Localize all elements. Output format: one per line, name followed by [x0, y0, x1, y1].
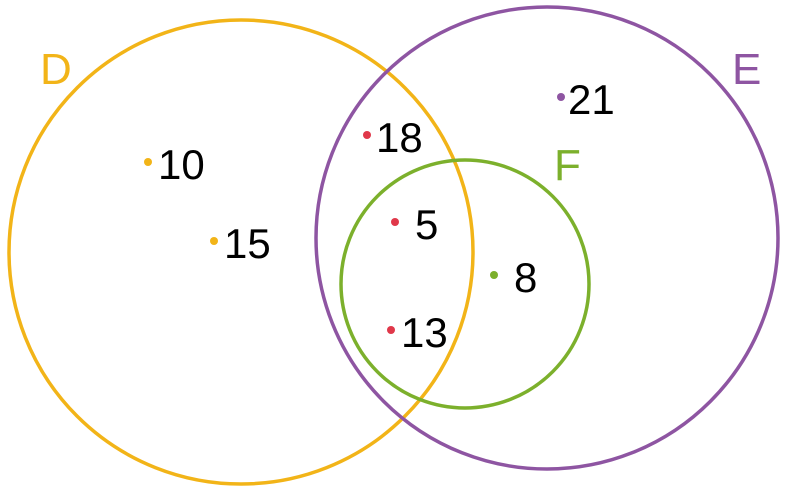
element-dot-10: [144, 158, 152, 166]
set-label-d: D: [40, 45, 72, 94]
element-label-5: 5: [415, 201, 438, 248]
element-label-15: 15: [224, 220, 271, 267]
element-label-13: 13: [401, 309, 448, 356]
circle-d: [7, 18, 475, 486]
element-dot-15: [210, 237, 218, 245]
element-dot-5: [391, 218, 399, 226]
element-dot-13: [387, 326, 395, 334]
set-label-e: E: [732, 45, 761, 94]
circle-f: [339, 158, 591, 410]
element-dot-21: [557, 93, 565, 101]
element-label-18: 18: [376, 114, 423, 161]
element-label-21: 21: [568, 76, 615, 123]
element-dot-18: [363, 131, 371, 139]
circle-e: [314, 5, 780, 471]
element-label-10: 10: [158, 141, 205, 188]
element-dot-8: [490, 271, 498, 279]
set-label-f: F: [554, 141, 581, 190]
element-label-8: 8: [514, 254, 537, 301]
